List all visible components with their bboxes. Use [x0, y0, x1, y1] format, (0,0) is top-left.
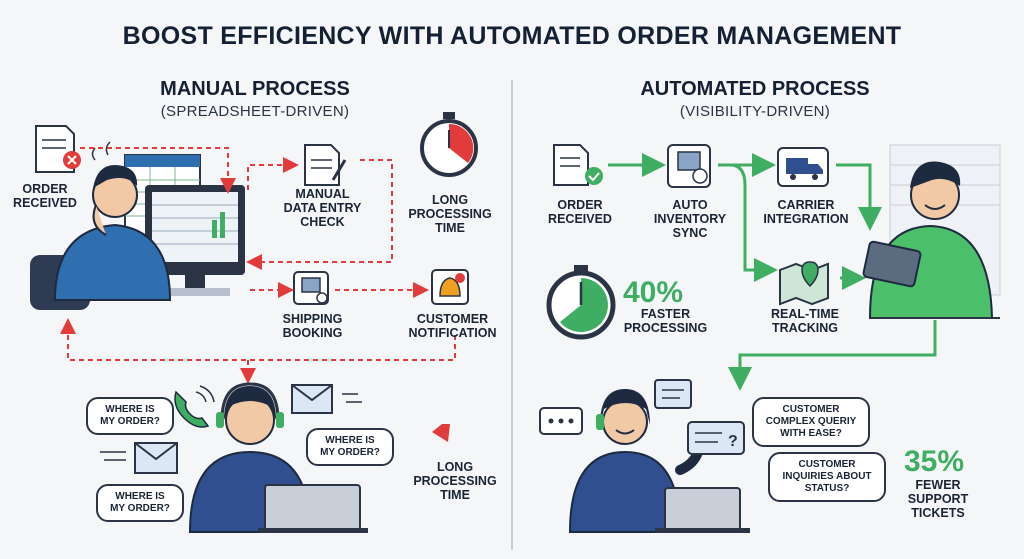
real-time-tracking-label: REAL-TIME TRACKING: [770, 307, 840, 335]
truck-icon: [777, 147, 829, 187]
stopwatch-green-icon: [546, 265, 616, 340]
shipping-box-icon: [293, 271, 329, 305]
alert-mark-icon: [432, 424, 450, 442]
inventory-sync-icon: [667, 144, 711, 188]
stat-fewer-label: FEWER SUPPORT TICKETS: [907, 478, 969, 520]
chat-bubble-icon: [539, 407, 583, 435]
svg-text:?: ?: [728, 433, 738, 450]
envelope-icon-2: [100, 442, 178, 474]
automated-subheading: (VISIBILITY-DRIVEN): [679, 103, 831, 120]
order-document-icon: [35, 125, 81, 173]
bell-icon: [431, 269, 469, 305]
auto-order-received-label: ORDER RECEIVED: [548, 198, 612, 226]
manual-heading: MANUAL PROCESS: [160, 78, 350, 100]
long-processing-label-2: LONG PROCESSING TIME: [413, 460, 497, 502]
envelope-icon: [291, 384, 362, 414]
stat-faster-value: 40%: [623, 276, 684, 309]
manual-flow-arrows: [60, 147, 456, 384]
complex-query-bubble: CUSTOMER COMPLEX QUERIY WITH EASE?: [752, 397, 870, 447]
carrier-integration-label: CARRIER INTEGRATION: [763, 198, 849, 226]
message-icon: [654, 379, 692, 409]
automated-flow-arrows: [608, 153, 937, 391]
where-is-order-bubble-1: WHERE IS MY ORDER?: [86, 397, 174, 435]
manual-order-received-label: ORDER RECEIVED: [13, 182, 77, 210]
stressed-worker-icon: [30, 141, 172, 310]
clipboard-icon: [304, 144, 347, 186]
automated-heading: AUTOMATED PROCESS: [640, 78, 870, 100]
call-center-agent-stressed-icon: [188, 382, 368, 533]
tablet-user-icon: [862, 144, 1001, 319]
order-document-green-icon: [553, 144, 603, 186]
manual-entry-label: MANUAL DATA ENTRY CHECK: [283, 187, 362, 229]
phone-icon: [174, 385, 215, 428]
monitor-icon: [110, 185, 245, 296]
call-center-agent-happy-icon: [568, 389, 750, 533]
inventory-sync-label: AUTO INVENTORY SYNC: [653, 198, 727, 240]
stat-fewer-value: 35%: [904, 445, 965, 478]
stat-faster-label: FASTER PROCESSING: [623, 307, 708, 335]
shipping-booking-label: SHIPPING BOOKING: [282, 312, 343, 340]
question-message-icon: ?: [687, 421, 745, 455]
section-divider: [511, 80, 513, 550]
map-pin-icon: [779, 261, 829, 306]
where-is-order-bubble-3: WHERE IS MY ORDER?: [96, 484, 184, 522]
customer-notification-label: CUSTOMER NOTIFICATION: [408, 312, 497, 340]
long-processing-label-1: LONG PROCESSING TIME: [408, 193, 492, 235]
stopwatch-red-icon: [420, 112, 478, 177]
manual-subheading: (SPREADSHEET-DRIVEN): [160, 103, 350, 120]
where-is-order-bubble-2: WHERE IS MY ORDER?: [306, 428, 394, 466]
page-title: BOOST EFFICIENCY WITH AUTOMATED ORDER MA…: [122, 22, 902, 50]
inquiries-status-bubble: CUSTOMER INQUIRIES ABOUT STATUS?: [768, 452, 886, 502]
